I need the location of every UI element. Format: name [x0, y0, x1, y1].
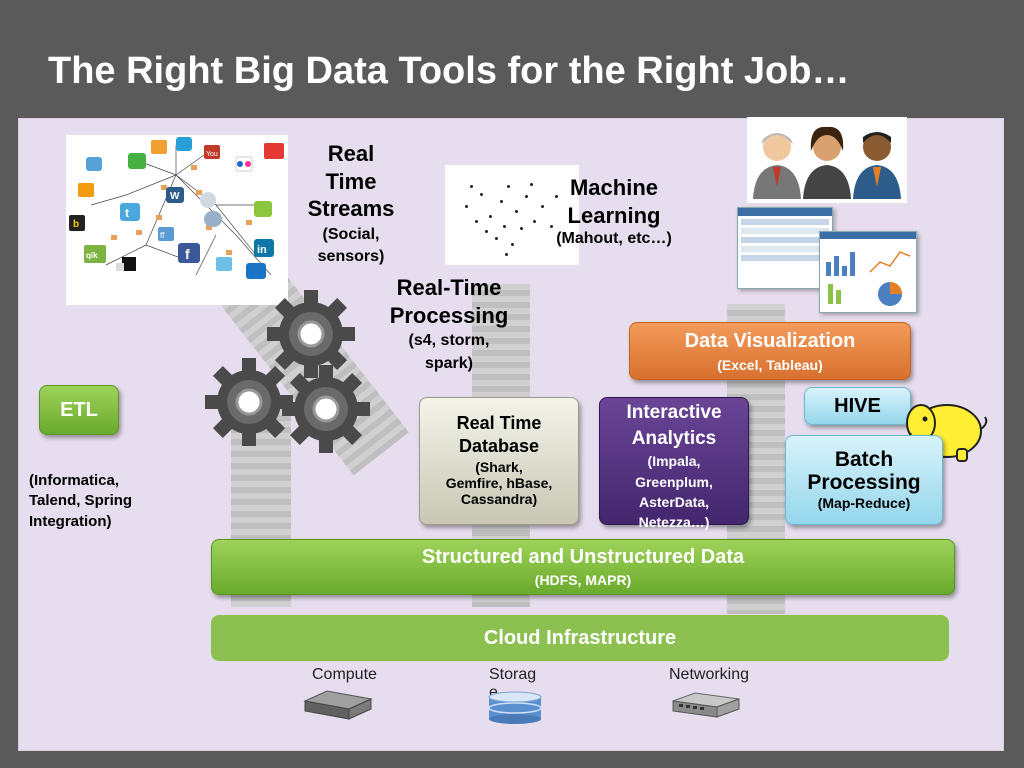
- real-time-processing-label: Real-Time Processing (s4, storm, spark): [389, 275, 509, 372]
- compute-label: Compute: [312, 666, 377, 683]
- batch-processing-box: Batch Processing (Map-Reduce): [785, 435, 943, 525]
- real-time-streams-label: Real Time Streams (Social, sensors): [307, 141, 395, 266]
- network-switch-icon: [672, 692, 740, 718]
- qik-icon: qik: [86, 251, 98, 260]
- blogger-icon: b: [73, 219, 79, 230]
- real-time-database-box: Real Time Database (Shark, Gemfire, hBas…: [419, 397, 579, 525]
- structured-data-box: Structured and Unstructured Data (HDFS, …: [211, 539, 955, 595]
- storage-label: Storag e: [489, 666, 537, 702]
- twitter-icon: t: [125, 206, 129, 220]
- interactive-analytics-box: Interactive Analytics (Impala, Greenplum…: [599, 397, 749, 530]
- user-icon: [753, 133, 801, 199]
- diagram-panel: You W t b ff in f qik: [18, 117, 1004, 751]
- youtube-icon: You: [206, 151, 218, 158]
- social-network-card: You W t b ff in f qik: [66, 135, 288, 305]
- machine-learning-cluster-image: [445, 165, 579, 265]
- slide-title: The Right Big Data Tools for the Right J…: [48, 50, 850, 92]
- server-icon: [303, 690, 373, 720]
- database-icon: [488, 691, 542, 724]
- cloud-infrastructure-box: Cloud Infrastructure: [211, 615, 949, 661]
- linkedin-icon: in: [257, 244, 267, 256]
- user-icon: [803, 126, 851, 199]
- etl-tools-label: (Informatica, Talend, Spring Integration…: [29, 472, 133, 530]
- machine-learning-label: Machine Learning (Mahout, etc…): [556, 175, 672, 248]
- social-network-graph: You W t b ff in f qik: [69, 137, 284, 279]
- user-icon: [853, 132, 901, 199]
- myspace-icon: ff: [160, 231, 165, 240]
- hive-box: HIVE: [804, 387, 911, 425]
- dashboard-screenshot: [737, 207, 833, 289]
- networking-label: Networking: [669, 666, 750, 683]
- gears-icon: [204, 289, 372, 455]
- facebook-icon: f: [185, 246, 190, 262]
- etl-box: ETL: [39, 385, 119, 435]
- users-image: [747, 117, 907, 203]
- dashboard-chart-screenshot: [819, 231, 917, 313]
- wordpress-icon: W: [170, 191, 180, 202]
- data-visualization-box: Data Visualization (Excel, Tableau): [629, 322, 911, 380]
